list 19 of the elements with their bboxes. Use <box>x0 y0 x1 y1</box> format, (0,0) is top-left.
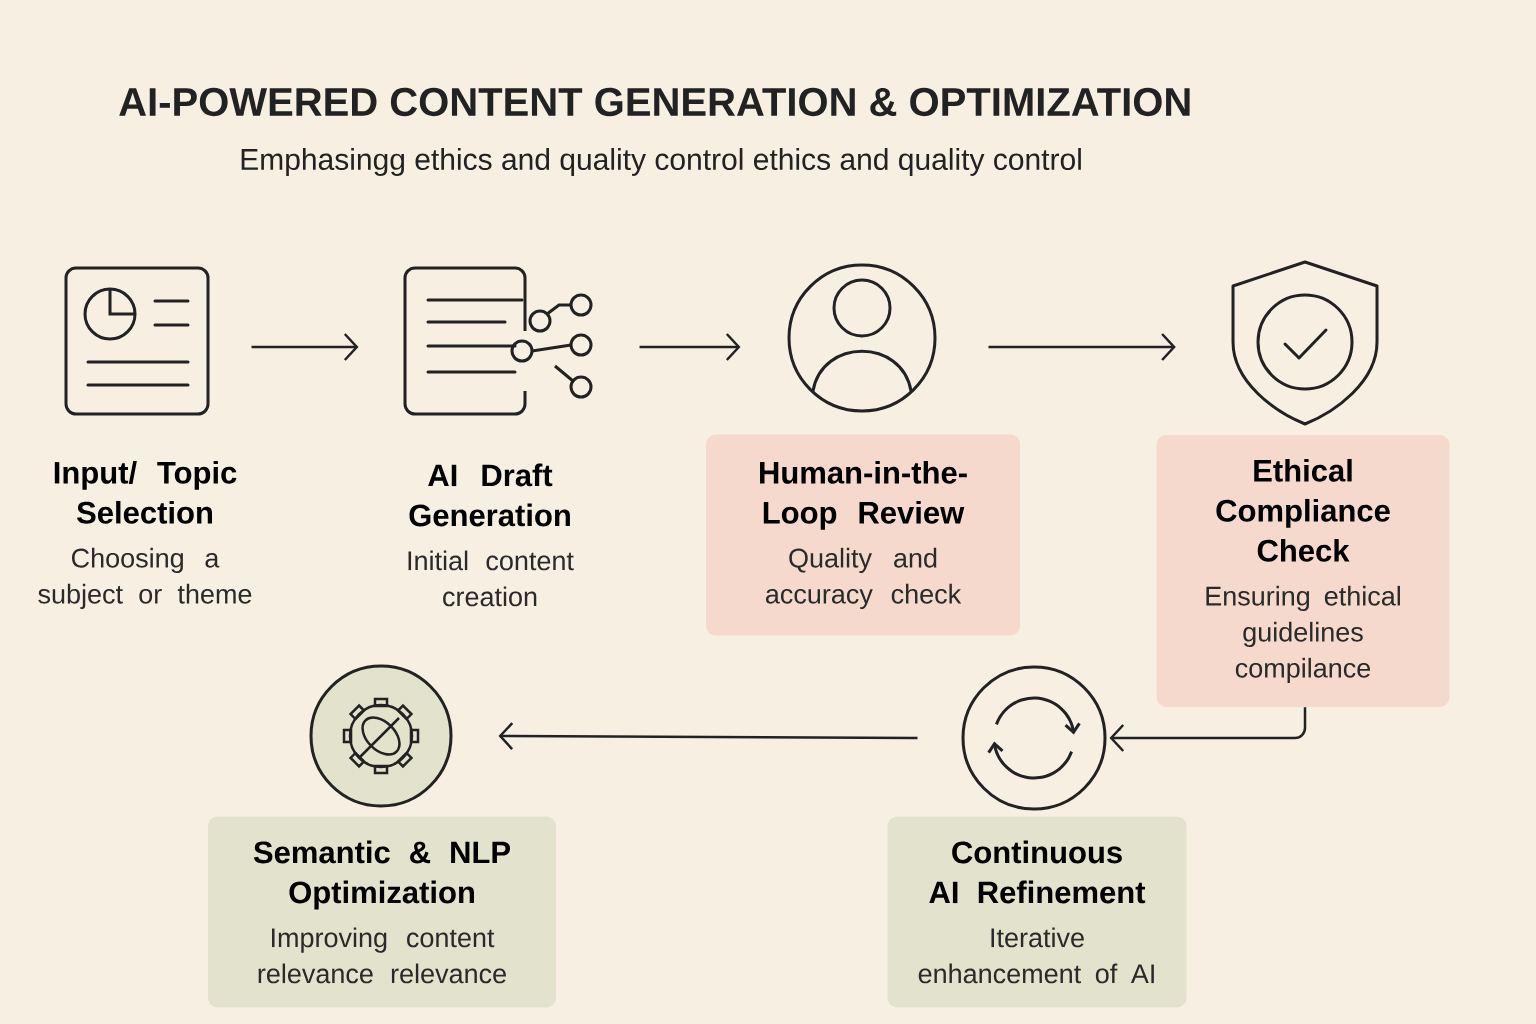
shield-icon <box>1231 260 1379 426</box>
step-card: Semantic & NLP Optimization Improving content relevance relevance <box>208 816 556 1008</box>
step-text: AI Draft Generation Initial content creation <box>408 463 574 607</box>
arrow <box>988 333 1176 361</box>
person-icon <box>787 263 937 413</box>
arrow <box>251 333 359 361</box>
arrow <box>498 722 918 750</box>
title: AI-POWERED CONTENT GENERATION & OPTIMIZATION <box>119 87 1190 117</box>
refresh-icon <box>961 665 1107 811</box>
arrow <box>1109 707 1307 752</box>
document-icon <box>403 266 593 416</box>
document-icon <box>64 266 210 416</box>
step-card: Human-in-the-Loop Review Quality and accuracy check <box>706 434 1020 636</box>
step-text: Input/ Topic Selection Choosing a subject or theme <box>38 460 252 609</box>
arrow <box>639 333 741 361</box>
subtitle: Emphasingg ethics and quality control ethics and quality control <box>241 148 1081 176</box>
step-card: Continuous AI Refinement Iterative enhancement of AI <box>887 816 1187 1008</box>
step-card: Ethical Compliance Check Ensuring ethical guidelines compilance <box>1156 435 1450 707</box>
gear-icon <box>309 664 453 808</box>
